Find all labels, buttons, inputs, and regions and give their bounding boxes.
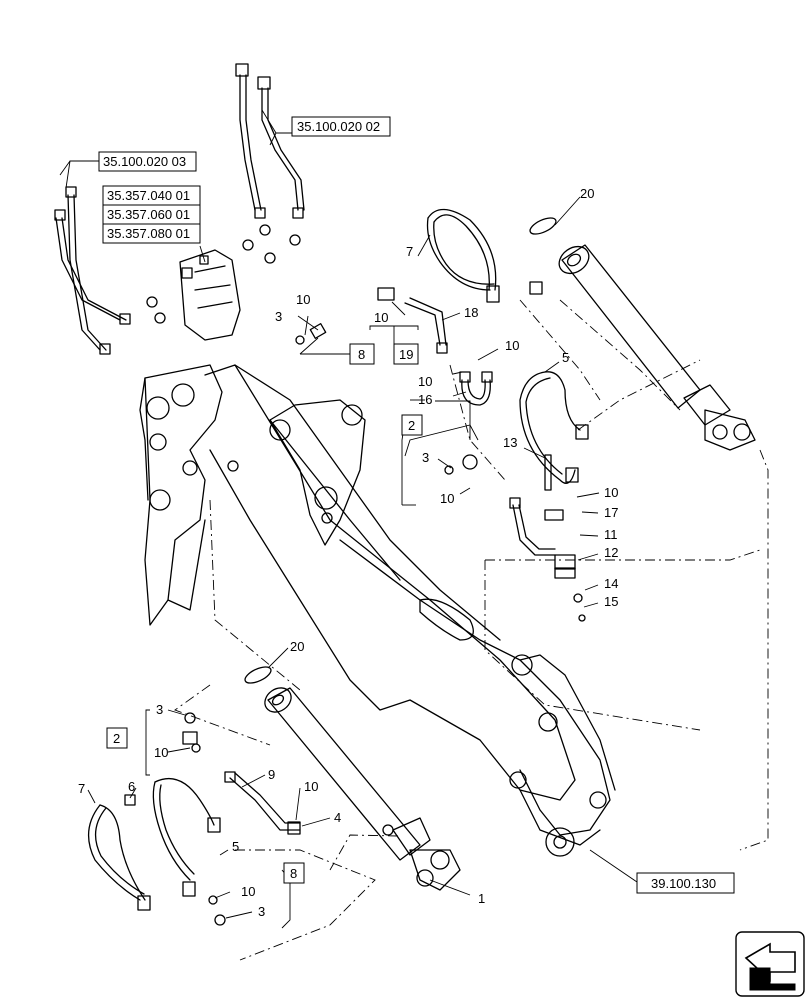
kit-label-8-top: 8 bbox=[358, 347, 365, 362]
fittings bbox=[124, 217, 586, 926]
kit-label-2-mid: 2 bbox=[408, 418, 415, 433]
kit-box-2-mid[interactable]: 2 bbox=[401, 414, 423, 436]
reference-label-39100130: 39.100.130 bbox=[651, 876, 716, 891]
callout-3-top: 3 bbox=[275, 309, 282, 324]
reference-label-3535706001: 35.357.060 01 bbox=[107, 207, 190, 222]
callout-10-d: 10 bbox=[418, 374, 432, 389]
callout-10-g: 10 bbox=[154, 745, 168, 760]
callout-10-h: 10 bbox=[304, 779, 318, 794]
callout-10-e: 10 bbox=[440, 491, 454, 506]
upper-hydraulic-cylinder bbox=[558, 244, 756, 451]
callout-3-low-a: 3 bbox=[156, 702, 163, 717]
kit-label-2-low: 2 bbox=[113, 731, 120, 746]
kit-box-2-low[interactable]: 2 bbox=[106, 727, 128, 749]
kit-2-mid-bracket bbox=[404, 424, 479, 457]
callout-15: 15 bbox=[604, 594, 618, 609]
reference-box-3535706001[interactable]: 35.357.060 01 bbox=[102, 204, 201, 225]
callout-1: 1 bbox=[478, 891, 485, 906]
hoses bbox=[88, 208, 589, 911]
callout-10-b: 10 bbox=[374, 310, 388, 325]
callout-13: 13 bbox=[503, 435, 517, 450]
callout-10-f: 10 bbox=[604, 485, 618, 500]
reference-label-3535704001: 35.357.040 01 bbox=[107, 188, 190, 203]
leader-lines bbox=[59, 109, 638, 929]
reference-box-350200203[interactable]: 35.100.020 03 bbox=[98, 151, 197, 172]
callout-10-i: 10 bbox=[241, 884, 255, 899]
kit-box-8-low[interactable]: 8 bbox=[283, 862, 305, 884]
callout-4: 4 bbox=[334, 810, 341, 825]
control-valve-block bbox=[179, 249, 241, 341]
callout-7-top: 7 bbox=[406, 244, 413, 259]
callout-18: 18 bbox=[464, 305, 478, 320]
guide-lines bbox=[174, 299, 769, 961]
callout-6: 6 bbox=[128, 779, 135, 794]
lower-hydraulic-cylinder bbox=[264, 687, 461, 891]
kit-label-19: 19 bbox=[399, 347, 413, 362]
kit-8-top-bracket bbox=[299, 337, 350, 355]
callout-10-c: 10 bbox=[505, 338, 519, 353]
callout-10-a: 10 bbox=[296, 292, 310, 307]
kit-box-19[interactable]: 19 bbox=[393, 343, 419, 365]
callout-12: 12 bbox=[604, 545, 618, 560]
kit-19-bracket bbox=[369, 325, 419, 344]
reference-label-3535708001: 35.357.080 01 bbox=[107, 226, 190, 241]
callout-17: 17 bbox=[604, 505, 618, 520]
callout-labels: 1 3 3 3 3 4 5 5 6 7 7 9 10 10 10 10 10 1… bbox=[78, 186, 618, 919]
reference-box-3535704001[interactable]: 35.357.040 01 bbox=[102, 185, 201, 206]
callout-9: 9 bbox=[268, 767, 275, 782]
callout-3-mid: 3 bbox=[422, 450, 429, 465]
reference-box-3535708001[interactable]: 35.357.080 01 bbox=[102, 223, 201, 244]
callout-5-low: 5 bbox=[232, 839, 239, 854]
reference-label-350200203: 35.100.020 03 bbox=[103, 154, 186, 169]
reference-box-350200202[interactable]: 35.100.020 02 bbox=[291, 116, 391, 137]
callout-20-top: 20 bbox=[580, 186, 594, 201]
callout-16: 16 bbox=[418, 392, 432, 407]
callout-20-low: 20 bbox=[290, 639, 304, 654]
kit-label-8-low: 8 bbox=[290, 866, 297, 881]
kit-box-8-top[interactable]: 8 bbox=[349, 343, 375, 365]
callout-11: 11 bbox=[604, 527, 618, 542]
reference-box-39100130[interactable]: 39.100.130 bbox=[636, 872, 735, 894]
callout-3-low-b: 3 bbox=[258, 904, 265, 919]
callout-14: 14 bbox=[604, 576, 618, 591]
callout-5-top: 5 bbox=[562, 350, 569, 365]
loader-boom bbox=[139, 364, 616, 857]
valve-pipes bbox=[54, 63, 305, 355]
reference-label-350200202: 35.100.020 02 bbox=[297, 119, 380, 134]
next-page-arrow-icon[interactable] bbox=[735, 931, 805, 997]
callout-7-low: 7 bbox=[78, 781, 85, 796]
